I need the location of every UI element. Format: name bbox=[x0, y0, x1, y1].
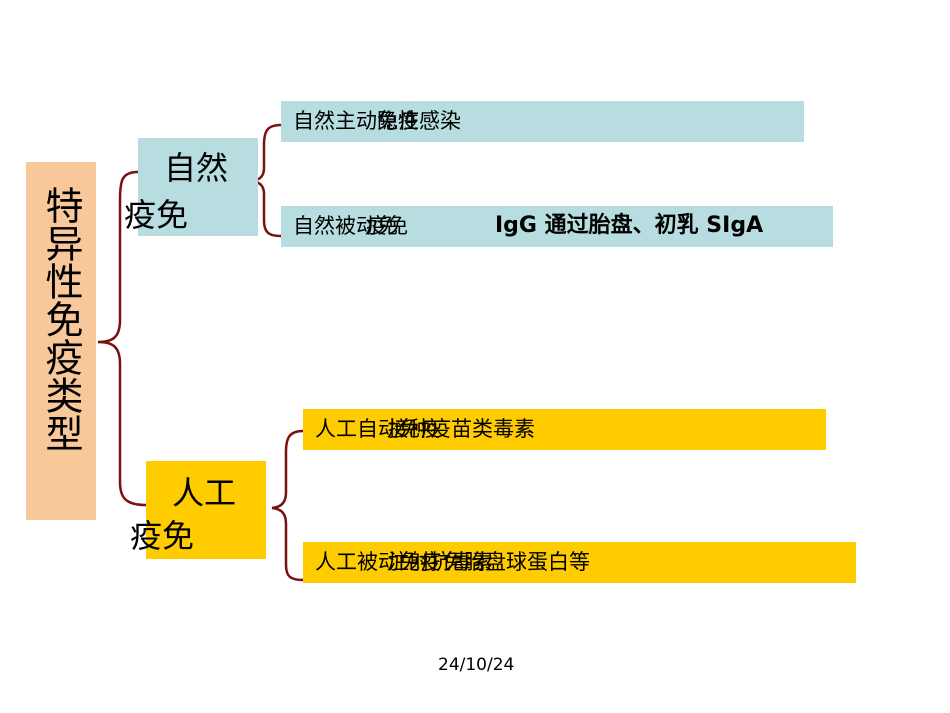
natural-active-prefix: 自然主 bbox=[293, 109, 356, 133]
natural-label-line2: 疫免 bbox=[124, 196, 189, 234]
artificial-passive-prefix: 人工被 bbox=[315, 550, 378, 574]
slide-date: 24/10/24 bbox=[438, 655, 515, 675]
natural-passive-detail: IgG 通过胎盘、初乳 SIgA bbox=[495, 213, 764, 238]
natural-active-overlay-a: 动免疫 bbox=[356, 109, 419, 133]
natural-passive-overlay-b: 疫免 bbox=[366, 214, 408, 238]
artificial-active-item: 人工自 动免疫 接种疫苗类毒素 bbox=[303, 409, 826, 450]
root-box: 特异性免疫类型 bbox=[26, 162, 96, 520]
artificial-passive-item: 人工被 动免疫 注射抗毒素 免胎盘球蛋白等 bbox=[303, 542, 856, 583]
artificial-label-line1: 人工 bbox=[172, 474, 237, 512]
artificial-active-overlay-b: 接种疫苗类毒素 bbox=[388, 417, 535, 441]
artificial-passive-overlay-b: 注射抗毒素 bbox=[388, 550, 493, 574]
natural-active-overlay-b: 隐性感染 bbox=[377, 109, 461, 133]
artificial-label-line2: 疫免 bbox=[130, 517, 195, 555]
natural-active-item: 自然主 动免疫 隐性感染 bbox=[281, 101, 804, 142]
artificial-active-overlay-a: 动免疫 bbox=[378, 417, 441, 441]
natural-passive-prefix: 自然被 bbox=[293, 214, 356, 238]
artificial-bracket bbox=[271, 429, 304, 582]
natural-passive-overlay-a: 动免 bbox=[356, 214, 398, 238]
natural-immunity-box: 自然 疫免 bbox=[124, 138, 258, 236]
root-bracket bbox=[97, 170, 147, 507]
artificial-active-prefix: 人工自 bbox=[315, 417, 378, 441]
artificial-passive-overlay-c: 免胎盘球蛋白等 bbox=[443, 550, 590, 574]
root-label: 特异性免疫类型 bbox=[39, 186, 83, 452]
artificial-passive-overlay-a: 动免疫 bbox=[378, 550, 441, 574]
natural-label-line1: 自然 bbox=[164, 149, 229, 187]
artificial-immunity-box: 人工 疫免 bbox=[130, 461, 266, 559]
natural-passive-item: 自然被 动免 疫免 IgG 通过胎盘、初乳 SIgA bbox=[281, 206, 833, 247]
